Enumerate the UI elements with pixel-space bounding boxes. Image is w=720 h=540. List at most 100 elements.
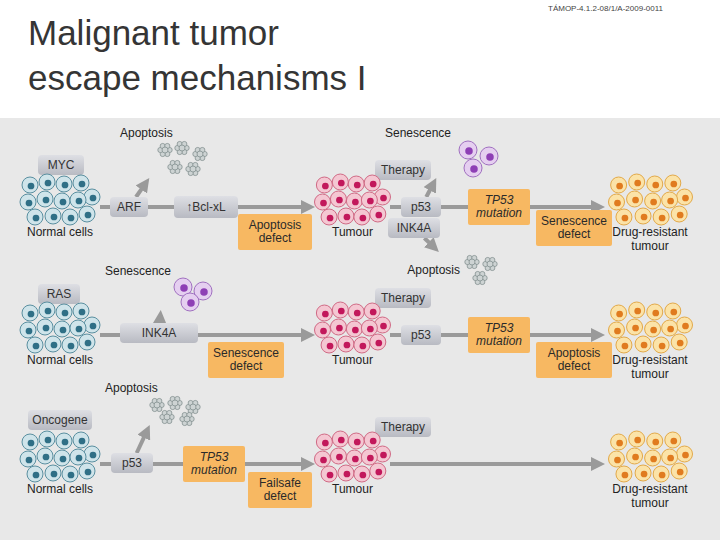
- cell: [483, 257, 497, 270]
- cell-nucleus: [380, 452, 387, 459]
- factor-box: p53: [111, 453, 153, 473]
- cell-membrane: [646, 176, 662, 192]
- cell: [671, 206, 687, 222]
- cell-membrane: [608, 322, 624, 338]
- box-label: TP53 mutation: [470, 322, 528, 348]
- cell-nucleus: [676, 340, 683, 347]
- apoptotic-body: [172, 400, 178, 406]
- cell: [364, 432, 380, 448]
- cell-nucleus: [320, 200, 327, 207]
- defect-box: Apoptosis defect: [238, 214, 312, 250]
- cell-membrane: [644, 193, 660, 209]
- cell-membrane: [661, 320, 677, 336]
- cell-membrane: [338, 336, 354, 352]
- cell-membrane: [338, 208, 354, 224]
- cell: [626, 319, 642, 335]
- cell-membrane: [321, 466, 337, 482]
- cell-membrane: [45, 336, 61, 352]
- cell-membrane: [348, 433, 364, 449]
- cell: [459, 141, 477, 159]
- cell-nucleus: [79, 181, 86, 188]
- cell-nucleus: [670, 438, 677, 445]
- cell-nucleus: [338, 180, 345, 187]
- cell-nucleus: [682, 323, 689, 330]
- cell: [45, 465, 61, 481]
- cell: [671, 334, 687, 350]
- cell: [661, 449, 677, 465]
- cell: [608, 451, 624, 467]
- cluster-label: Tumour: [332, 225, 373, 239]
- cell-nucleus: [322, 183, 329, 190]
- cell: [315, 194, 331, 210]
- cell-illustration: [315, 432, 390, 482]
- cell-illustration: [20, 175, 100, 225]
- cell-membrane: [70, 449, 86, 465]
- cell-membrane: [646, 304, 662, 320]
- cell: [73, 432, 89, 448]
- cell-nucleus: [62, 439, 69, 446]
- cell-membrane: [54, 321, 70, 337]
- cell-membrane: [330, 448, 346, 464]
- cell-membrane: [20, 194, 36, 210]
- cell: [354, 337, 370, 353]
- cell-cluster: Drug-resistant tumour: [605, 432, 695, 496]
- box-label: ARF: [117, 201, 141, 214]
- cell: [635, 336, 651, 352]
- cell: [664, 175, 680, 191]
- box-label: INK4A: [397, 222, 432, 235]
- pathway-arrow: [137, 430, 148, 453]
- cell-cluster: Normal cells: [20, 175, 100, 239]
- cell-nucleus: [352, 327, 359, 334]
- cell-membrane: [27, 337, 43, 353]
- cell-nucleus: [336, 197, 343, 204]
- cell-nucleus: [90, 452, 97, 459]
- factor-box: Oncogene: [28, 410, 92, 430]
- defect-box: TP53 mutation: [183, 446, 245, 482]
- cell-membrane: [653, 209, 669, 225]
- box-label: RAS: [47, 288, 72, 301]
- cell: [315, 451, 331, 467]
- cell-nucleus: [367, 326, 374, 333]
- cell-nucleus: [68, 343, 75, 350]
- cluster-label: Normal cells: [27, 482, 93, 496]
- cell: [361, 320, 377, 336]
- cell: [332, 174, 348, 190]
- cell-membrane: [79, 206, 95, 222]
- cluster-label: Tumour: [332, 353, 373, 367]
- cell-membrane: [54, 193, 70, 209]
- cell-cluster: Normal cells: [20, 303, 100, 367]
- cell-nucleus: [354, 182, 361, 189]
- cell-nucleus: [322, 440, 329, 447]
- cell-nucleus: [68, 215, 75, 222]
- cell-nucleus: [43, 454, 50, 461]
- box-label: p53: [122, 457, 142, 470]
- cell: [348, 176, 364, 192]
- defect-box: Senescence defect: [208, 342, 284, 378]
- cell: [653, 337, 669, 353]
- cell-membrane: [62, 466, 78, 482]
- box-label: Therapy: [381, 421, 425, 434]
- cell-membrane: [628, 431, 644, 447]
- cell: [348, 304, 364, 320]
- cell: [628, 302, 644, 318]
- cluster-label: Drug-resistant tumour: [605, 225, 695, 253]
- cell: [37, 191, 53, 207]
- cell-nucleus: [670, 309, 677, 316]
- cell-nucleus: [658, 215, 665, 222]
- cell: [56, 433, 72, 449]
- cell-nucleus: [344, 214, 351, 221]
- cell-membrane: [39, 174, 55, 190]
- cell-nucleus: [60, 327, 67, 334]
- cell-membrane: [464, 159, 482, 177]
- cell-membrane: [45, 208, 61, 224]
- cell-membrane: [332, 302, 348, 318]
- cell-nucleus: [28, 440, 35, 447]
- cell: [56, 176, 72, 192]
- cell-nucleus: [352, 199, 359, 206]
- cell-cluster: Apoptosis: [105, 381, 215, 425]
- cell: [158, 143, 172, 156]
- box-label: Apoptosis defect: [240, 219, 310, 245]
- cluster-label: Apoptosis: [407, 263, 460, 277]
- cell-membrane: [332, 174, 348, 190]
- cell-membrane: [671, 334, 687, 350]
